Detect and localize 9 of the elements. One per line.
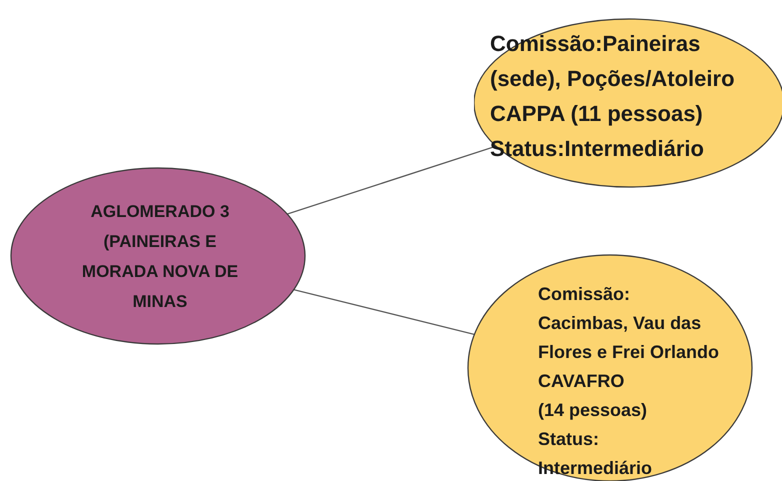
node-text: CAVAFRO (538, 370, 626, 393)
node-text: Cacimbas, Vau das Flores e Frei Orlando (538, 312, 720, 364)
node-text: (14 pessoas) (538, 399, 648, 422)
node-text: Comissão: (538, 283, 632, 306)
connector-line (294, 289, 475, 335)
node-text: Intermediário (538, 457, 654, 480)
node-text: CAPPA (11 pessoas) (490, 100, 704, 128)
node-text: AGLOMERADO 3 (PAINEIRAS E MORADA NOVA DE MINAS (80, 201, 240, 313)
node-text: Status: (538, 428, 600, 451)
